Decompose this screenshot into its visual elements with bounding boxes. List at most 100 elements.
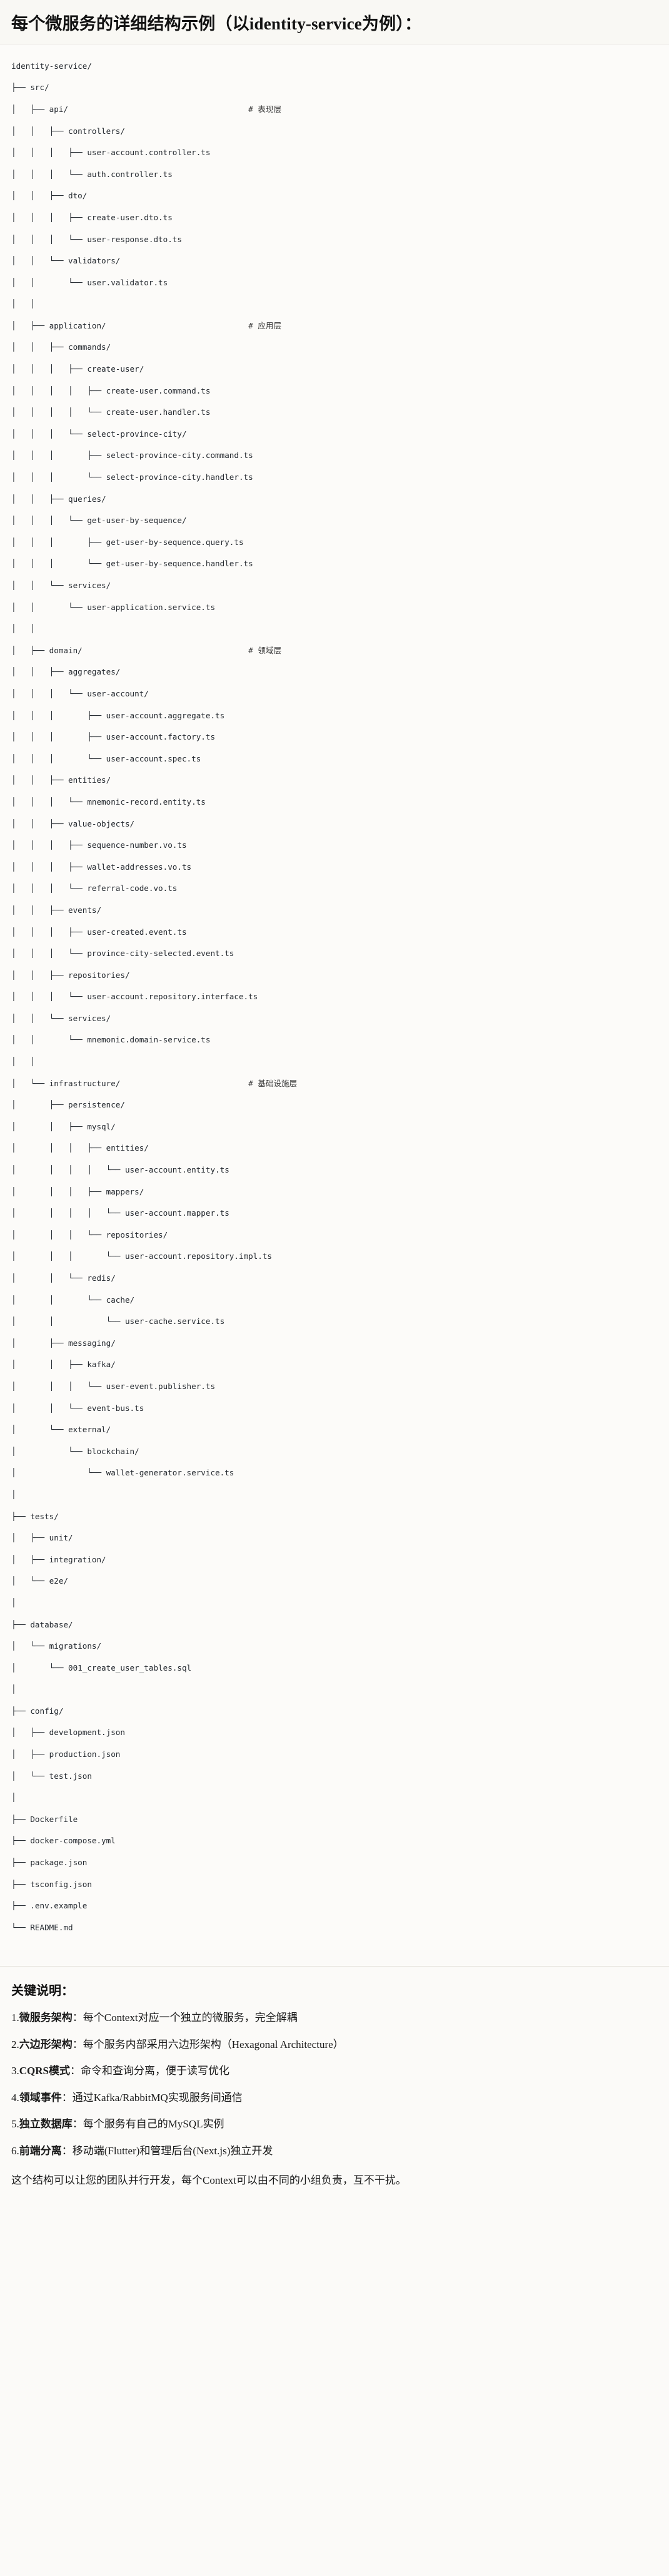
tree-row: │ │ │ └── user-account.repository.impl.t… (11, 1251, 658, 1261)
tree-path: │ │ └── user.validator.ts (11, 277, 168, 287)
tree-path: │ │ ├── controllers/ (11, 126, 125, 136)
tree-path: │ │ ├── entities/ (11, 775, 111, 785)
tree-path: │ │ ├── mysql/ (11, 1121, 116, 1131)
tree-row: │ (11, 1597, 658, 1608)
tree-row: │ ├── persistence/ (11, 1099, 658, 1110)
tree-row: ├── docker-compose.yml (11, 1835, 658, 1846)
tree-comment: # 应用层 (248, 320, 282, 330)
tree-row: │ │ │ └── user-account.spec.ts (11, 753, 658, 764)
tree-row: │ │ └── mnemonic.domain-service.ts (11, 1034, 658, 1045)
tree-path: │ │ └── event-bus.ts (11, 1403, 144, 1413)
tree-path: │ (11, 1684, 16, 1694)
tree-row: │ │ ├── queries/ (11, 494, 658, 504)
tree-row: │ │ │ └── get-user-by-sequence.handler.t… (11, 558, 658, 569)
tree-path: │ │ ├── repositories/ (11, 970, 130, 980)
tree-path: │ │ ├── events/ (11, 905, 102, 915)
key-note-description: 命令和查询分离，便于读写优化 (80, 2065, 229, 2077)
key-note-number: 2. (11, 2038, 19, 2050)
tree-row: │ │ │ │ └── user-account.entity.ts (11, 1164, 658, 1175)
tree-row: │ │ │ └── province-city-selected.event.t… (11, 948, 658, 959)
key-note-term: 领域事件 (19, 2091, 62, 2104)
tree-row: │ └── migrations/ (11, 1641, 658, 1651)
tree-path: │ │ │ └── user-response.dto.ts (11, 234, 182, 244)
tree-path: │ │ │ │ └── create-user.handler.ts (11, 407, 211, 417)
tree-row: │ └── external/ (11, 1424, 658, 1435)
tree-row: │ │ │ └── get-user-by-sequence/ (11, 515, 658, 526)
tree-path: │ │ └── mnemonic.domain-service.ts (11, 1035, 211, 1045)
tree-row: ├── .env.example (11, 1900, 658, 1911)
tree-path: │ (11, 1597, 16, 1607)
tree-path: │ ├── production.json (11, 1749, 121, 1759)
tree-row: │ ├── messaging/ (11, 1338, 658, 1348)
tree-row: │ │ (11, 1056, 658, 1067)
tree-row: │ │ │ ├── entities/ (11, 1143, 658, 1153)
key-note-number: 3. (11, 2065, 19, 2077)
key-note-number: 6. (11, 2144, 19, 2157)
key-note-number: 1. (11, 2012, 19, 2024)
tree-row: │ │ │ ├── create-user.dto.ts (11, 212, 658, 223)
key-note-item: 1.微服务架构：每个Context对应一个独立的微服务，完全解耦 (11, 2010, 658, 2026)
tree-path: │ │ │ ├── user-account.factory.ts (11, 732, 216, 742)
tree-row: │ └── e2e/ (11, 1576, 658, 1586)
tree-row: │ │ │ │ └── create-user.handler.ts (11, 407, 658, 417)
tree-path: │ │ │ │ ├── create-user.command.ts (11, 385, 211, 395)
tree-row: │ │ ├── commands/ (11, 342, 658, 352)
key-note-term: 六边形架构 (19, 2038, 73, 2050)
tree-row: │ │ │ ├── mappers/ (11, 1186, 658, 1197)
key-note-separator: ： (61, 2091, 73, 2104)
tree-path: ├── .env.example (11, 1901, 88, 1911)
tree-row: │ │ └── services/ (11, 1013, 658, 1024)
key-note-item: 6.前端分离：移动端(Flutter)和管理后台(Next.js)独立开发 (11, 2143, 658, 2159)
tree-path: │ │ (11, 1057, 35, 1067)
tree-row: ├── package.json (11, 1857, 658, 1868)
tree-row: │ │ │ │ ├── create-user.command.ts (11, 385, 658, 396)
tree-path: │ │ (11, 299, 35, 309)
tree-row: │ └── blockchain/ (11, 1446, 658, 1457)
tree-path: │ └── external/ (11, 1425, 111, 1435)
tree-path: │ └── wallet-generator.service.ts (11, 1468, 234, 1478)
tree-path: │ │ ├── value-objects/ (11, 818, 135, 828)
tree-path: │ │ │ ├── mappers/ (11, 1186, 144, 1196)
key-note-term: 前端分离 (19, 2144, 62, 2157)
tree-path: │ │ (11, 624, 35, 634)
tree-row: │ │ (11, 298, 658, 309)
tree-row: │ │ └── user-application.service.ts (11, 602, 658, 613)
tree-path: │ │ │ └── auth.controller.ts (11, 169, 173, 179)
tree-row: │ ├── development.json (11, 1727, 658, 1738)
tree-path: │ │ │ ├── user-created.event.ts (11, 927, 187, 937)
tree-path: │ │ ├── commands/ (11, 342, 111, 352)
tree-row: │ └── infrastructure/ # 基础设施层 (11, 1078, 658, 1089)
key-note-separator: ： (61, 2144, 73, 2157)
tree-row: │ │ ├── entities/ (11, 775, 658, 785)
tree-row: │ │ └── event-bus.ts (11, 1403, 658, 1413)
tree-path: │ │ │ └── user-account.spec.ts (11, 753, 201, 763)
key-note-item: 2.六边形架构：每个服务内部采用六边形架构（Hexagonal Architec… (11, 2037, 658, 2053)
tree-path: │ │ │ ├── select-province-city.command.t… (11, 451, 253, 461)
tree-comment-spacer (83, 646, 248, 655)
tree-row: │ │ └── validators/ (11, 255, 658, 266)
tree-row: │ └── 001_create_user_tables.sql (11, 1662, 658, 1673)
tree-path: │ │ │ ├── user-account.aggregate.ts (11, 710, 225, 720)
tree-row: identity-service/ (11, 61, 658, 71)
key-note-number: 4. (11, 2091, 19, 2104)
tree-path: ├── docker-compose.yml (11, 1836, 116, 1846)
tree-path: │ (11, 1793, 16, 1803)
closing-paragraph: 这个结构可以让您的团队并行开发，每个Context可以由不同的小组负责，互不干扰… (11, 2174, 406, 2187)
key-note-separator: ： (69, 2065, 81, 2077)
tree-path: │ │ │ ├── user-account.controller.ts (11, 148, 211, 158)
tree-row: │ │ │ ├── create-user/ (11, 364, 658, 374)
key-note-term: 独立数据库 (19, 2118, 73, 2131)
key-notes-title: 关键说明： (11, 1984, 74, 1998)
tree-path: identity-service/ (11, 61, 92, 71)
tree-path: ├── Dockerfile (11, 1814, 78, 1824)
tree-row: └── README.md (11, 1922, 658, 1933)
tree-row: │ │ └── cache/ (11, 1295, 658, 1305)
tree-path: │ │ └── cache/ (11, 1295, 135, 1305)
tree-path: │ ├── domain/ (11, 645, 83, 655)
tree-row: │ │ │ ├── user-account.controller.ts (11, 147, 658, 158)
tree-row: ├── Dockerfile (11, 1814, 658, 1825)
key-note-description: 每个Context对应一个独立的微服务，完全解耦 (83, 2012, 298, 2024)
tree-path: │ │ └── user-cache.service.ts (11, 1316, 225, 1326)
tree-path: │ ├── api/ (11, 104, 68, 114)
key-note-separator: ： (72, 2118, 83, 2131)
